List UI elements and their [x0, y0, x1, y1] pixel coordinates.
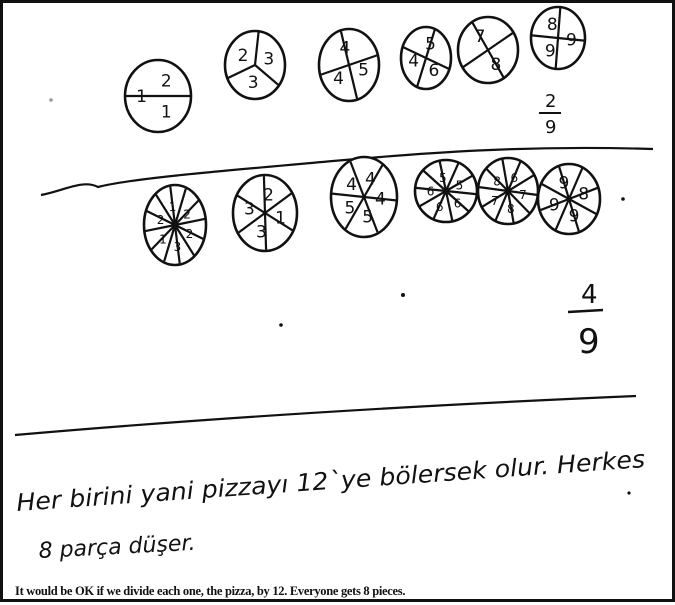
top-fraction-denominator: 9 [545, 117, 556, 138]
slice-label: 8 [493, 175, 501, 189]
slice-label: 5 [425, 35, 436, 55]
slice-label: 7 [475, 27, 486, 47]
slice-label: 4 [333, 69, 344, 89]
slice-label: 3 [263, 49, 274, 69]
slice-label: 4 [365, 170, 376, 190]
slice-label: 8 [491, 55, 502, 75]
slice-label: 9 [559, 173, 570, 193]
handwritten-line-2: 8 parça düşer. [38, 531, 196, 564]
slice-label: 3 [256, 223, 267, 243]
slice-label: 4 [408, 51, 419, 71]
horizontal-rule [15, 396, 636, 435]
side-fraction-denominator: 9 [578, 322, 600, 362]
slice-label: 2 [157, 213, 165, 227]
stray-dot [621, 197, 625, 201]
slice-label: 5 [362, 207, 373, 227]
translation-caption: It would be OK if we divide each one, th… [15, 584, 655, 599]
slice-label: 2 [238, 46, 249, 66]
top-fraction-numerator: 2 [545, 91, 556, 112]
slice-label: 8 [507, 202, 515, 216]
slice-label: 1 [275, 208, 286, 228]
slice-label: 5 [456, 178, 464, 192]
slice-label: 9 [569, 207, 580, 227]
top-pizza: 323 [225, 31, 285, 99]
slice-label: 2 [161, 71, 172, 91]
slice-label: 2 [186, 227, 194, 241]
slice-label: 2 [263, 185, 274, 205]
handwritten-line-1: Her birini yani pizzayı 12`ye bölersek o… [15, 445, 645, 517]
slice-label: 1 [159, 233, 167, 247]
slice-label: 5 [439, 171, 447, 185]
slice-label: 7 [491, 194, 499, 208]
stray-dot [49, 98, 53, 102]
side-fraction-numerator: 4 [581, 280, 598, 310]
slice-label: 9 [549, 196, 560, 216]
slice-label: 4 [346, 175, 357, 195]
slice-label: 6 [427, 184, 435, 198]
slice-label: 1 [161, 103, 172, 123]
slice-label: 3 [174, 240, 182, 254]
slice-label: 6 [511, 171, 519, 185]
stray-dot [627, 491, 630, 494]
slice-label: 9 [566, 30, 577, 50]
side-fraction-bar [568, 310, 603, 312]
slice-label: 1 [136, 87, 147, 107]
top-pizza: 899 [531, 7, 585, 69]
slice-label: 7 [519, 188, 527, 202]
top-pizza: 4 45 [319, 29, 379, 101]
slice-label: 5 [358, 60, 369, 80]
slice-label: 3 [248, 73, 259, 93]
slice-label: 5 [344, 198, 355, 218]
slice-label: 8 [547, 15, 558, 35]
slice-label: 4 [375, 190, 386, 210]
slice-label: 6 [454, 196, 462, 210]
slice-label: 9 [545, 42, 556, 62]
slice-label: 2 [183, 207, 191, 221]
slice-label: 6 [436, 200, 444, 214]
slice-label: 6 [428, 61, 439, 81]
slice-label: 1 [169, 200, 177, 214]
slice-label: 3 [244, 200, 255, 220]
top-pizza: 78 [458, 17, 518, 83]
slice-label: 4 [339, 39, 350, 59]
top-pizza: 45 6 [401, 27, 451, 89]
stray-dot [401, 293, 405, 297]
top-pizza: 112 [125, 60, 191, 132]
slice-label: 8 [578, 184, 589, 204]
stray-dot [279, 323, 283, 327]
